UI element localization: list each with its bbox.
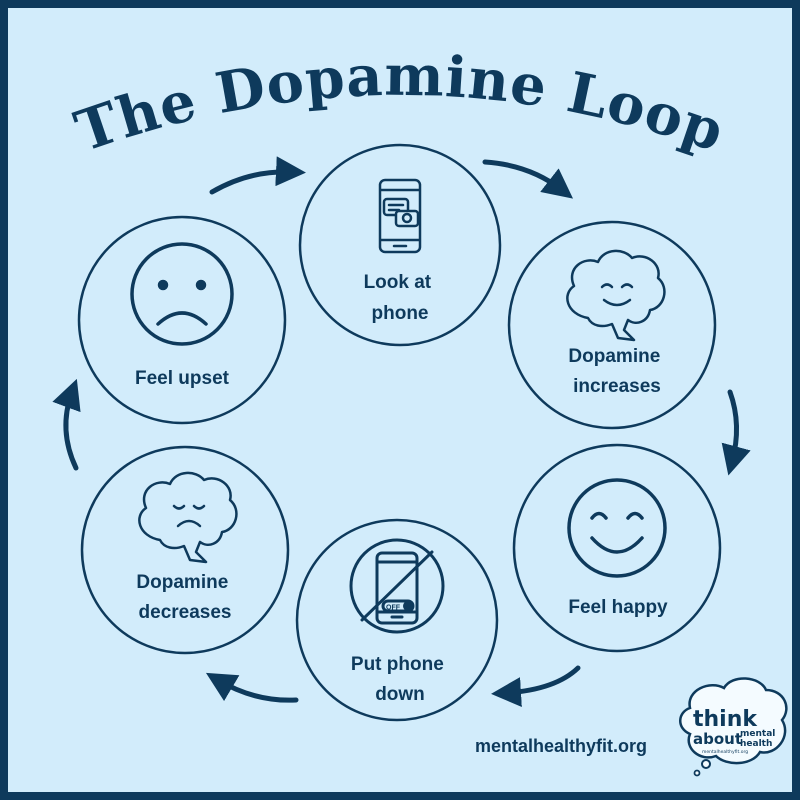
phone-chat-icon [378, 178, 422, 254]
label-feel-happy: Feel happy [568, 597, 668, 618]
svg-text:about: about [693, 730, 742, 748]
label-dopamine-increases: Dopamine increases [568, 346, 665, 397]
arrow-putdown-to-decreases [205, 672, 299, 703]
phone-off-icon [349, 538, 445, 634]
node-circle-look-at-phone [298, 143, 502, 347]
node-circle-feel-upset [77, 215, 287, 425]
background-panel [8, 8, 792, 792]
sad-brain-icon [138, 471, 238, 564]
node-circle-put-phone-down [295, 518, 499, 722]
smiley-face-icon [567, 478, 667, 578]
label-feel-upset: Feel upset [135, 368, 230, 389]
sad-face-icon [130, 242, 234, 346]
diagram-title: The Dopamine Loop [67, 43, 733, 166]
svg-text:health: health [740, 739, 772, 749]
think-about-mental-health-logo: think about mental health mentalhealthyf… [679, 677, 788, 777]
node-circle-dopamine-decreases [80, 445, 290, 655]
phone-switch-label: OFF [386, 605, 401, 612]
label-look-at-phone: Look at phone [364, 272, 437, 324]
arrow-increases-to-happy [721, 389, 751, 476]
happy-brain-icon [566, 249, 666, 342]
node-circle-feel-happy [512, 443, 722, 653]
node-circle-dopamine-increases [507, 220, 717, 430]
arrow-happy-to-putdown [491, 665, 581, 708]
svg-text:think: think [693, 707, 758, 732]
svg-text:mentalhealthyfit.org: mentalhealthyfit.org [702, 749, 748, 755]
arrow-upset-to-look [209, 156, 306, 195]
svg-text:mental: mental [740, 729, 775, 739]
website-url: mentalhealthyfit.org [475, 736, 647, 756]
label-put-phone-down: Put phone down [351, 654, 449, 705]
label-dopamine-decreases: Dopamine decreases [136, 572, 233, 623]
arrow-decreases-to-upset [52, 378, 81, 471]
arrow-look-to-increases [482, 159, 574, 199]
